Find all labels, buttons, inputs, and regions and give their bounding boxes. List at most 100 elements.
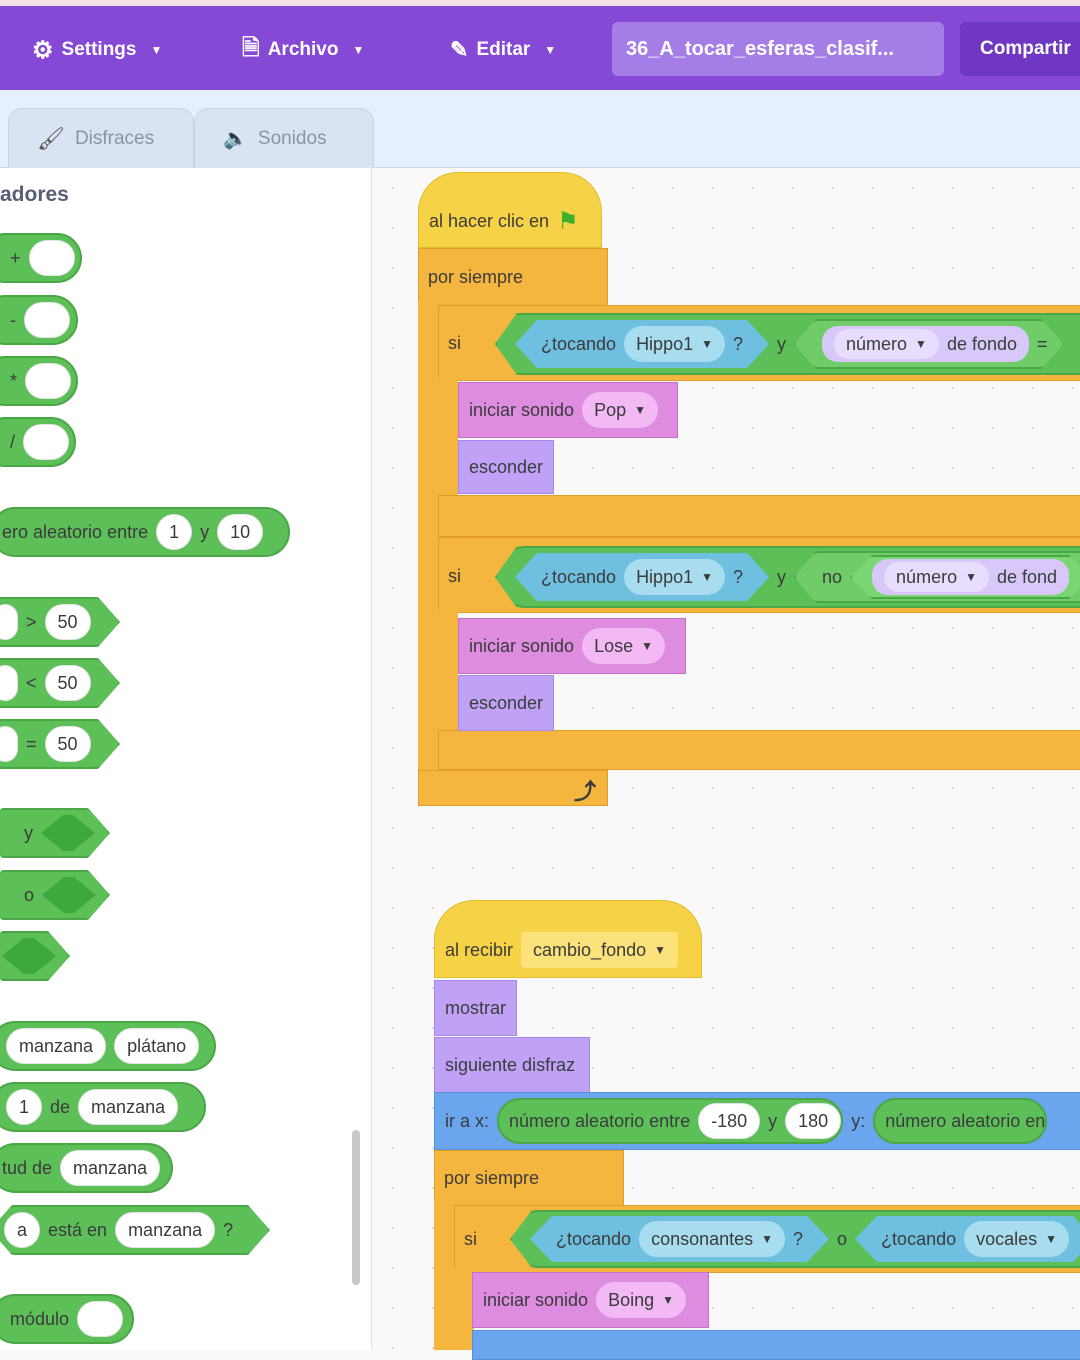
sound-value: Boing bbox=[608, 1289, 655, 1310]
number-input[interactable] bbox=[25, 363, 72, 399]
random-from-input[interactable]: 1 bbox=[156, 514, 193, 550]
add-block[interactable]: + bbox=[0, 233, 82, 283]
number-input[interactable] bbox=[28, 240, 75, 276]
mod-label: módulo bbox=[10, 1308, 70, 1329]
palette-scrollbar[interactable] bbox=[352, 1130, 360, 1285]
op-label: * bbox=[10, 370, 18, 391]
random-block[interactable]: número aleatorio en bbox=[873, 1098, 1048, 1144]
or-block[interactable]: o bbox=[0, 870, 110, 920]
and-block[interactable]: y bbox=[0, 808, 110, 858]
less-than-block[interactable]: <50 bbox=[0, 658, 120, 708]
right-input[interactable]: 50 bbox=[45, 726, 91, 762]
tab-sounds[interactable]: 🔈Sonidos bbox=[194, 108, 374, 168]
mod-block[interactable]: módulo bbox=[0, 1294, 134, 1344]
right-input[interactable]: 50 bbox=[45, 604, 91, 640]
forever-block[interactable] bbox=[434, 1150, 624, 1208]
backdrop-number-block[interactable]: número▼de fondo bbox=[822, 326, 1029, 362]
top-strip bbox=[0, 0, 1080, 6]
settings-menu[interactable]: ⚙ Settings▼ bbox=[32, 28, 162, 72]
letter-index-input[interactable]: 1 bbox=[6, 1089, 43, 1125]
letter-word-input[interactable]: manzana bbox=[78, 1089, 179, 1125]
greater-than-block[interactable]: >50 bbox=[0, 597, 120, 647]
contains-word-input[interactable]: manzana bbox=[115, 1212, 215, 1248]
join-b-input[interactable]: plátano bbox=[114, 1028, 200, 1064]
equals-condition[interactable]: número▼de fondo= bbox=[794, 319, 1064, 369]
number-input[interactable] bbox=[24, 302, 70, 338]
next-costume-block[interactable]: siguiente disfraz bbox=[434, 1037, 590, 1093]
random-block[interactable]: ero aleatorio entre 1 y 10 bbox=[0, 507, 290, 557]
sound-dropdown[interactable]: Pop▼ bbox=[582, 392, 658, 428]
sprite-dropdown[interactable]: Hippo1▼ bbox=[624, 326, 725, 362]
hide-block[interactable]: esconder bbox=[458, 440, 554, 494]
random-from-input[interactable]: -180 bbox=[698, 1103, 761, 1139]
forever-block[interactable] bbox=[418, 248, 608, 306]
number-input[interactable] bbox=[77, 1301, 124, 1337]
boolean-slot[interactable] bbox=[41, 815, 95, 851]
share-button[interactable]: Compartir bbox=[960, 22, 1080, 76]
backdrop-dropdown[interactable]: número▼ bbox=[834, 329, 939, 359]
left-input[interactable] bbox=[0, 726, 18, 762]
multiply-block[interactable]: * bbox=[0, 356, 78, 406]
left-input[interactable] bbox=[0, 604, 18, 640]
subtract-block[interactable]: - bbox=[0, 295, 78, 345]
boolean-slot[interactable] bbox=[42, 877, 96, 913]
project-title-input[interactable]: 36_A_tocar_esferas_clasif... bbox=[612, 22, 944, 76]
contains-a-input[interactable]: a bbox=[4, 1212, 40, 1248]
sprite-dropdown[interactable]: Hippo1▼ bbox=[624, 559, 725, 595]
dropdown-arrow-icon: ▼ bbox=[701, 570, 713, 584]
equals-block[interactable]: =50 bbox=[0, 719, 120, 769]
if-label: si bbox=[464, 1228, 477, 1249]
not-label: no bbox=[822, 566, 843, 587]
length-word-input[interactable]: manzana bbox=[60, 1150, 161, 1186]
left-input[interactable] bbox=[0, 665, 18, 701]
number-input[interactable] bbox=[23, 424, 70, 460]
sprite-dropdown[interactable]: consonantes▼ bbox=[639, 1221, 785, 1257]
join-a-input[interactable]: manzana bbox=[6, 1028, 107, 1064]
hat-label: al hacer clic en bbox=[429, 210, 550, 231]
not-condition[interactable]: no número▼de fond bbox=[794, 551, 1080, 603]
random-to-input[interactable]: 180 bbox=[785, 1103, 842, 1139]
hide-block[interactable]: esconder bbox=[458, 675, 554, 731]
go-to-xy-block-partial[interactable] bbox=[472, 1330, 1080, 1360]
right-input[interactable]: 50 bbox=[45, 665, 91, 701]
divide-block[interactable]: / bbox=[0, 417, 76, 467]
edit-menu[interactable]: ✎ Editar▼ bbox=[450, 28, 556, 72]
goto-label: ir a x: bbox=[445, 1110, 490, 1131]
message-dropdown[interactable]: cambio_fondo▼ bbox=[521, 932, 679, 968]
sound-dropdown[interactable]: Boing▼ bbox=[596, 1282, 686, 1318]
dropdown-arrow-icon: ▼ bbox=[654, 943, 667, 957]
sound-dropdown[interactable]: Lose▼ bbox=[582, 628, 665, 664]
show-block[interactable]: mostrar bbox=[434, 980, 517, 1036]
backdrop-dropdown[interactable]: número▼ bbox=[884, 562, 989, 592]
sprite-dropdown[interactable]: vocales▼ bbox=[964, 1221, 1069, 1257]
equals-condition[interactable]: número▼de fond bbox=[850, 555, 1080, 599]
backdrop-number-block[interactable]: número▼de fond bbox=[872, 559, 1069, 595]
tab-costumes[interactable]: 🖌Disfraces bbox=[8, 108, 194, 168]
question-label: ? bbox=[223, 1219, 234, 1240]
settings-label: Settings bbox=[61, 39, 137, 60]
sprite-value: Hippo1 bbox=[636, 333, 694, 354]
if-bottom bbox=[438, 730, 1080, 770]
boolean-slot[interactable] bbox=[2, 938, 56, 974]
random-to-input[interactable]: 10 bbox=[217, 514, 264, 550]
when-flag-clicked-block[interactable]: al hacer clic en⚑ bbox=[418, 172, 602, 248]
dropdown-arrow-icon: ▼ bbox=[634, 403, 646, 417]
file-menu[interactable]: 🗎 Archivo▼ bbox=[242, 28, 364, 72]
